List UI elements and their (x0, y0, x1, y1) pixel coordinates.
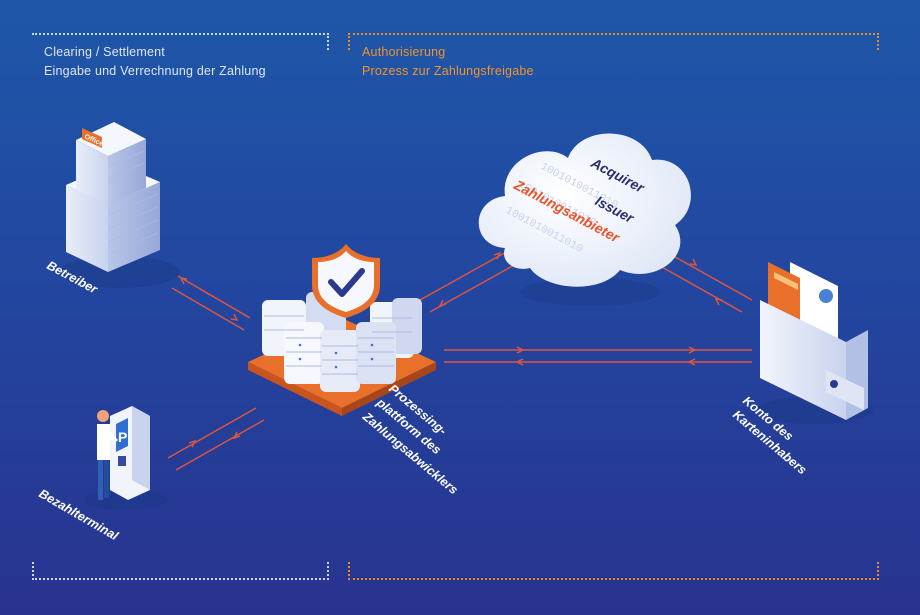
authorisierung-header: Authorisierung Prozess zur Zahlungsfreig… (362, 43, 534, 81)
frame-authorisierung-bottom (348, 562, 879, 580)
authorisierung-subtitle: Prozess zur Zahlungsfreigabe (362, 64, 534, 78)
payment-terminal-icon: P (84, 406, 168, 510)
person-icon (97, 410, 118, 500)
clearing-header: Clearing / Settlement Eingabe und Verrec… (44, 43, 266, 81)
parking-sign: P (118, 429, 127, 445)
server-stack-icon (262, 292, 422, 392)
wallet-icon (757, 262, 873, 424)
arrows-cloud-konto (659, 252, 753, 313)
arrowheads-betreiber-platform (179, 277, 239, 321)
clearing-title: Clearing / Settlement (44, 45, 165, 59)
arrows-terminal-platform (167, 407, 265, 471)
clearing-subtitle: Eingabe und Verrechnung der Zahlung (44, 64, 266, 78)
frame-clearing-top (32, 33, 329, 50)
shield-icon (312, 244, 380, 318)
arrows-platform-konto (444, 346, 752, 366)
processing-platform-icon (248, 244, 436, 416)
frame-authorisierung-top (348, 33, 879, 50)
frame-clearing-bottom (32, 562, 329, 580)
cloud-icon: 1001010011010 1001010011010 100101001101… (478, 133, 691, 306)
arrows-platform-cloud (419, 250, 517, 313)
authorisierung-title: Authorisierung (362, 45, 446, 59)
arrows-betreiber-platform (171, 275, 251, 331)
office-building-icon: Office (60, 122, 180, 288)
